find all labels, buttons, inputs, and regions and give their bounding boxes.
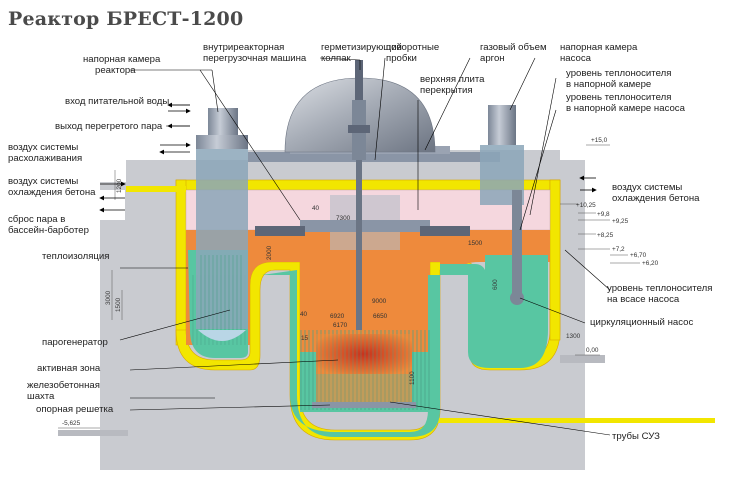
svg-text:2000: 2000 [266, 245, 273, 260]
svg-text:+10,25: +10,25 [576, 202, 596, 209]
active-core [312, 334, 416, 408]
label-pressure-chamber-pump: напорная камера [560, 42, 638, 53]
label-circ-pump: циркуляционный насос [590, 317, 693, 328]
svg-text:бассейн-барботер: бассейн-барботер [8, 225, 89, 236]
label-top-plate: верхняя плита [420, 74, 485, 85]
label-rotary-plugs: поворотные [386, 42, 439, 53]
svg-text:+7,2: +7,2 [612, 246, 625, 253]
label-insulation: теплоизоляция [42, 251, 109, 262]
svg-text:+9,8: +9,8 [597, 211, 610, 218]
svg-text:6170: 6170 [333, 322, 348, 329]
flow-arrows [99, 102, 597, 213]
svg-text:перекрытия: перекрытия [420, 85, 473, 96]
label-reload-machine: внутриреакторная [203, 42, 284, 53]
svg-text:+6,70: +6,70 [630, 252, 647, 259]
labels: напорная камера реактора внутриреакторна… [8, 42, 712, 442]
svg-text:расхолаживания: расхолаживания [8, 153, 82, 164]
svg-text:1300: 1300 [566, 333, 581, 340]
svg-text:шахта: шахта [27, 391, 55, 402]
label-core: активная зона [37, 363, 101, 374]
circulation-pump [480, 105, 524, 305]
svg-text:охлаждения бетона: охлаждения бетона [8, 187, 96, 198]
reload-machine-rod [356, 160, 362, 330]
svg-text:40: 40 [300, 311, 308, 318]
svg-text:колпак: колпак [321, 53, 352, 64]
diagram-title: Реактор БРЕСТ-1200 [8, 8, 244, 30]
dimension-labels: +15,0 +10,25 +9,8 +9,25 +8,25 +7,2 +6,70… [62, 137, 659, 427]
svg-text:6650: 6650 [373, 313, 388, 320]
hot-coolant-region [186, 230, 550, 345]
sealed-cap-dome [284, 60, 436, 160]
svg-text:в напорной камере: в напорной камере [566, 79, 651, 90]
svg-text:0,00: 0,00 [586, 347, 599, 354]
svg-text:насоса: насоса [560, 53, 592, 64]
svg-text:-5,625: -5,625 [62, 420, 81, 427]
svg-text:3000: 3000 [105, 290, 112, 305]
svg-text:1500: 1500 [468, 240, 483, 247]
label-cooldown-air: воздух системы [8, 142, 78, 153]
label-coolant-level-reactor: уровень теплоносителя [566, 68, 671, 79]
svg-text:+6,20: +6,20 [642, 260, 659, 267]
label-sealed-cap: герметизирующий [321, 42, 402, 53]
svg-text:40: 40 [312, 205, 320, 212]
label-coolant-level-pump-chamber: уровень теплоносителя [566, 92, 671, 103]
svg-text:15: 15 [301, 335, 309, 342]
label-pressure-chamber-reactor: напорная камера [83, 54, 161, 65]
svg-text:на всасе насоса: на всасе насоса [607, 294, 680, 305]
svg-text:пробки: пробки [386, 53, 417, 64]
svg-text:1100: 1100 [409, 371, 416, 385]
steam-generator [196, 108, 248, 341]
label-support-grid: опорная решетка [36, 404, 114, 415]
label-concrete-air-right: воздух системы [612, 182, 682, 193]
svg-text:в напорной камере насоса: в напорной камере насоса [566, 103, 686, 114]
label-steam-out: выход перегретого пара [55, 121, 163, 132]
svg-text:+9,25: +9,25 [612, 218, 629, 225]
svg-text:+15,0: +15,0 [591, 137, 608, 144]
label-feedwater-in: вход питательной воды [65, 96, 169, 107]
label-cps-tubes: трубы СУЗ [612, 431, 660, 442]
svg-text:аргон: аргон [480, 53, 505, 64]
label-steam-generator: парогенератор [42, 337, 108, 348]
svg-text:реактора: реактора [95, 65, 136, 76]
label-shaft: железобетонная [27, 380, 100, 391]
thermal-insulation [175, 179, 715, 441]
dimension-lines [58, 144, 640, 429]
svg-text:600: 600 [492, 279, 499, 290]
label-gas-volume: газовый объем [480, 42, 547, 53]
svg-text:охлаждения бетона: охлаждения бетона [612, 193, 700, 204]
svg-text:9000: 9000 [372, 298, 387, 305]
svg-text:+8,25: +8,25 [597, 232, 614, 239]
svg-text:6920: 6920 [330, 313, 345, 320]
concrete-air-ducts-left [100, 186, 186, 220]
label-steam-dump: сброс пара в [8, 214, 65, 225]
svg-text:перегрузочная машина: перегрузочная машина [203, 53, 307, 64]
label-coolant-level-pump-suction: уровень теплоносителя [607, 283, 712, 294]
svg-text:1500: 1500 [115, 297, 122, 312]
svg-text:7300: 7300 [336, 215, 351, 222]
svg-text:1200: 1200 [116, 178, 123, 193]
label-concrete-air-left: воздух системы [8, 176, 78, 187]
